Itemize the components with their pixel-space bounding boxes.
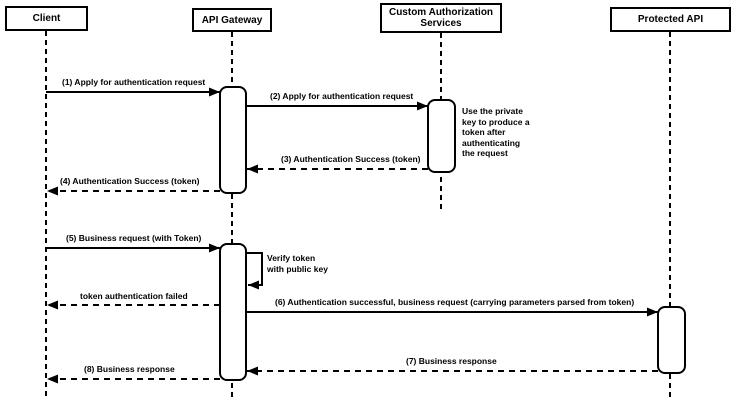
note-private-key: Use the private key to produce a token a… (462, 106, 530, 158)
message-4-label: (4) Authentication Success (token) (60, 176, 200, 186)
api-gateway-activation-1 (219, 86, 247, 194)
custom-auth-services-activation (427, 99, 456, 173)
message-7-label: (7) Business response (406, 356, 497, 366)
participant-api-gateway-label: API Gateway (201, 14, 263, 26)
message-2-label: (2) Apply for authentication request (270, 91, 414, 101)
participant-custom-auth-services: Custom Authorization Services (380, 3, 502, 33)
protected-api-activation (657, 306, 686, 374)
message-6-label: (6) Authentication successful, business … (275, 297, 635, 307)
participant-api-gateway: API Gateway (192, 8, 272, 32)
self-message-verify-token-arrow (246, 252, 263, 290)
participant-custom-auth-services-label: Custom Authorization Services (388, 7, 494, 29)
participant-protected-api-label: Protected API (637, 14, 704, 25)
self-message-verify-token-label: Verify token with public key (267, 253, 328, 274)
participant-protected-api: Protected API (610, 7, 731, 32)
message-token-failed-label: token authentication failed (80, 291, 188, 301)
message-3-label: (3) Authentication Success (token) (281, 154, 421, 164)
message-1-label: (1) Apply for authentication request (62, 77, 206, 87)
message-8-label: (8) Business response (84, 364, 175, 374)
participant-client-label: Client (32, 13, 61, 24)
api-gateway-activation-2 (219, 243, 247, 381)
message-5-label: (5) Business request (with Token) (66, 233, 202, 243)
participant-client: Client (5, 6, 88, 31)
